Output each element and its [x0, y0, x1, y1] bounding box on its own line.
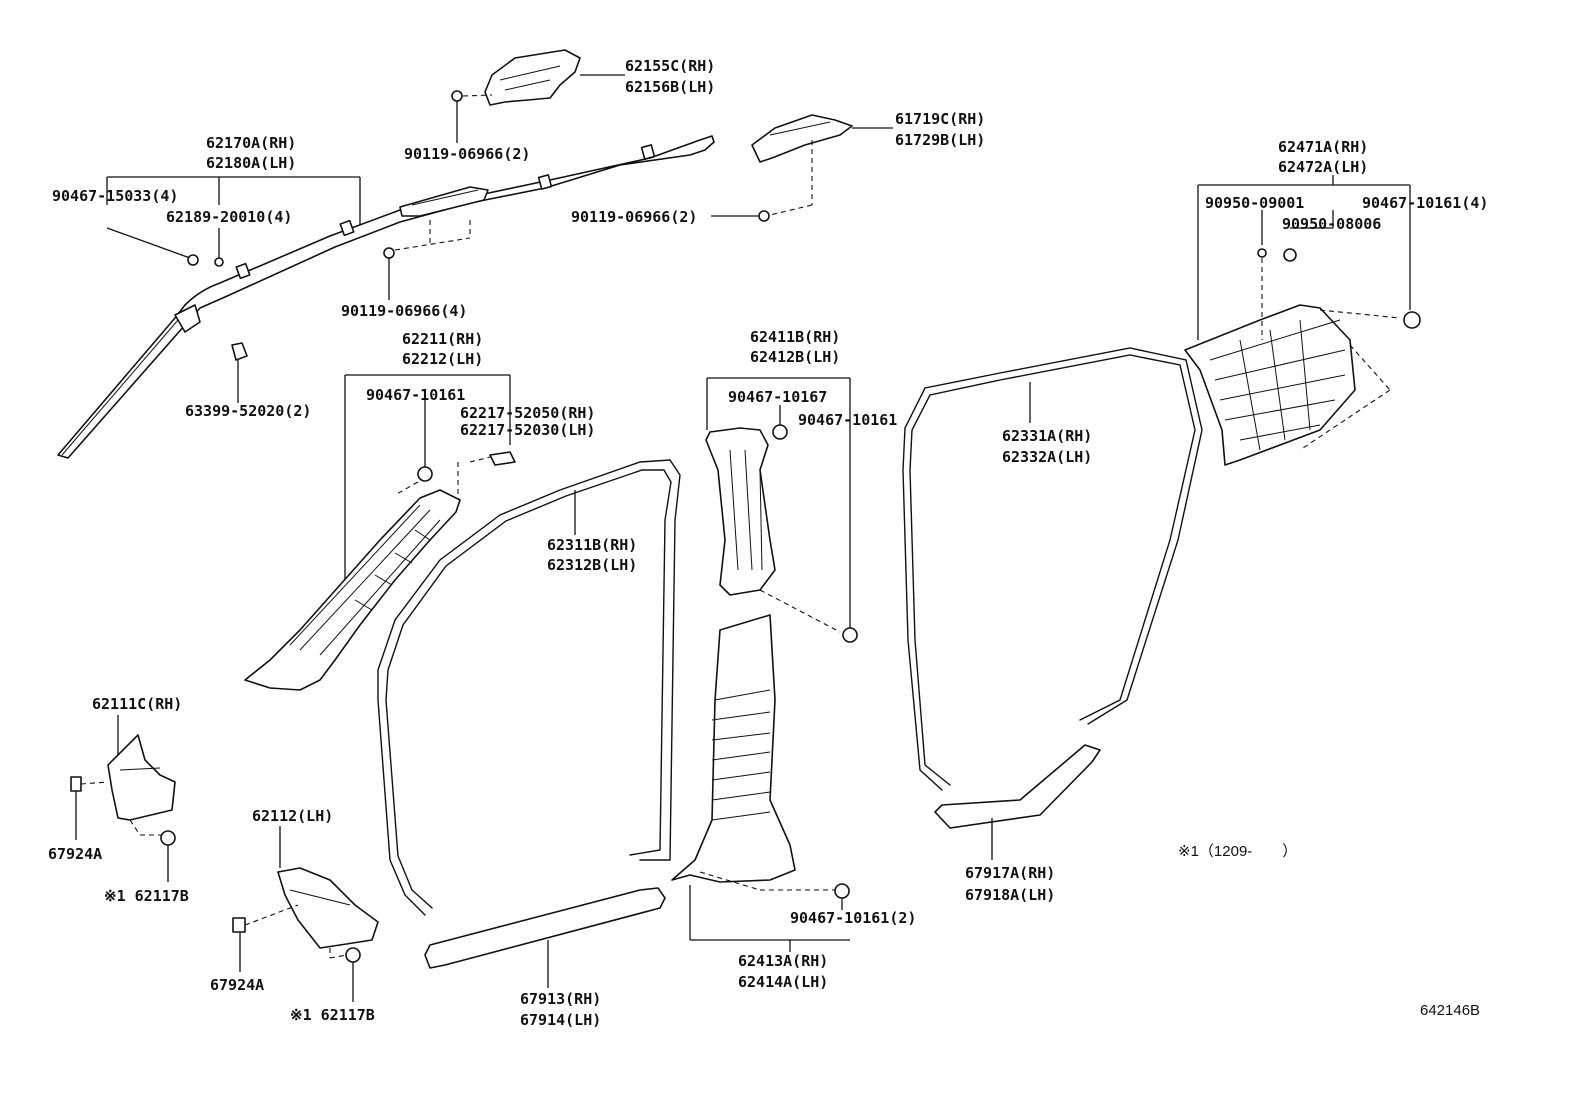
label-62217-52050: 62217-52050(RH) — [460, 404, 595, 422]
illustration-code: 642146B — [1420, 1002, 1480, 1019]
label-62312B: 62312B(LH) — [547, 556, 637, 574]
label-90467-15033: 90467-15033(4) — [52, 187, 178, 205]
label-90950-08006: 90950-08006 — [1282, 215, 1381, 233]
label-62212: 62212(LH) — [402, 350, 483, 368]
label-62189: 62189-20010(4) — [166, 208, 292, 226]
label-62217-52030: 62217-52030(LH) — [460, 421, 595, 439]
label-90467-10161-c: 90467-10161(4) — [1362, 194, 1488, 212]
roof-side-bracket — [711, 114, 893, 222]
label-90467-10161-a: 90467-10161 — [366, 386, 465, 404]
label-67914: 67914(LH) — [520, 1011, 601, 1029]
label-63399: 63399-52020(2) — [185, 402, 311, 420]
label-90119-b: 90119-06966(2) — [571, 208, 697, 226]
label-67924A-a: 67924A — [48, 845, 102, 863]
label-61719C: 61719C(RH) — [895, 110, 985, 128]
front-pillar-garnish — [244, 374, 516, 691]
label-67918A: 67918A(LH) — [965, 886, 1055, 904]
center-pillar-upper — [705, 377, 858, 643]
label-62117B-b: ※1 62117B — [290, 1006, 375, 1024]
label-62411B: 62411B(RH) — [750, 328, 840, 346]
label-90119-c: 90119-06966(4) — [341, 302, 467, 320]
label-62413A: 62413A(RH) — [738, 952, 828, 970]
label-90467-10161-b: 90467-10161 — [798, 411, 897, 429]
label-67913: 67913(RH) — [520, 990, 601, 1008]
label-67917A: 67917A(RH) — [965, 864, 1055, 882]
front-door-weatherstrip — [377, 459, 681, 916]
label-90950-09001: 90950-09001 — [1205, 194, 1304, 212]
label-90467-10161-d: 90467-10161(2) — [790, 909, 916, 927]
label-62311B: 62311B(RH) — [547, 536, 637, 554]
roof-rail-assembly — [57, 135, 715, 459]
label-90119-a: 90119-06966(2) — [404, 145, 530, 163]
label-62471A: 62471A(RH) — [1278, 138, 1368, 156]
cowl-side-trim-rh — [70, 715, 176, 882]
footnote-applicability: ※1（1209- ） — [1178, 843, 1297, 860]
label-67924A-b: 67924A — [210, 976, 264, 994]
label-62331A: 62331A(RH) — [1002, 427, 1092, 445]
label-62414A: 62414A(LH) — [738, 973, 828, 991]
roof-side-inner-garnish — [1184, 175, 1421, 466]
label-61729B: 61729B(LH) — [895, 131, 985, 149]
center-pillar-lower — [671, 614, 850, 952]
part-labels: 62155C(RH) 62156B(LH) 90119-06966(2) 617… — [48, 57, 1488, 1029]
label-62170A: 62170A(RH) — [206, 134, 296, 152]
label-62472A: 62472A(LH) — [1278, 158, 1368, 176]
rear-scuff-plate — [934, 744, 1101, 860]
rail-leaders — [106, 176, 471, 403]
label-62117B-a: ※1 62117B — [104, 887, 189, 905]
label-62332A: 62332A(LH) — [1002, 448, 1092, 466]
cowl-side-trim-lh — [232, 826, 379, 1002]
rear-door-weatherstrip — [902, 347, 1203, 791]
grab-handle-bracket — [451, 49, 625, 143]
label-90467-10167: 90467-10167 — [728, 388, 827, 406]
label-62211: 62211(RH) — [402, 330, 483, 348]
label-62156B: 62156B(LH) — [625, 78, 715, 96]
label-62155C: 62155C(RH) — [625, 57, 715, 75]
label-62180A: 62180A(LH) — [206, 154, 296, 172]
label-62112: 62112(LH) — [252, 807, 333, 825]
label-62111C: 62111C(RH) — [92, 695, 182, 713]
label-62412B: 62412B(LH) — [750, 348, 840, 366]
front-scuff-plate — [424, 887, 666, 988]
